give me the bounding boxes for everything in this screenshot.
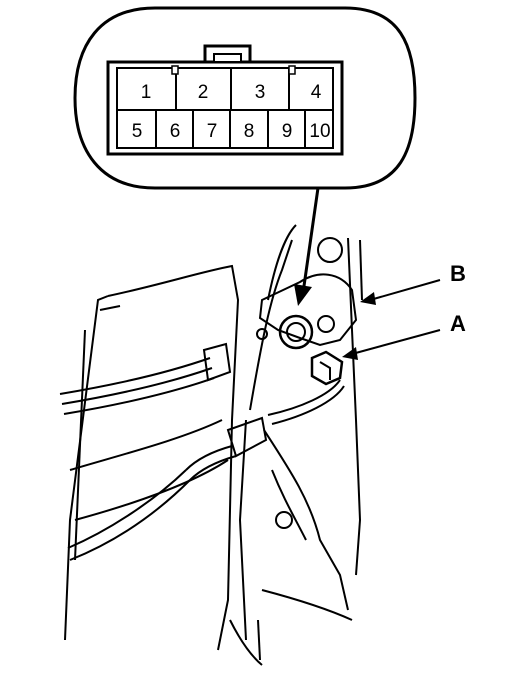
pin-label: 6	[170, 121, 181, 142]
pin-label: 7	[207, 121, 218, 142]
pin-label: 3	[255, 82, 266, 103]
pin-label: 8	[244, 121, 255, 142]
door-illustration	[59, 224, 363, 666]
callout-b: B	[360, 261, 466, 305]
detail-pointer-arrow	[294, 187, 320, 306]
pin-label: 1	[141, 82, 152, 103]
connector-face	[106, 44, 344, 156]
pin-label: 5	[132, 121, 143, 142]
pin-label: 2	[198, 82, 209, 103]
connector-detail: 1 2 3 4 5 6 7 8 9 10	[73, 6, 417, 190]
pin-label: 4	[311, 82, 322, 103]
pin-labels: 1 2 3 4 5 6 7 8 9 10	[132, 82, 331, 142]
callout-b-label: B	[450, 261, 466, 286]
callout-a: A	[342, 311, 466, 360]
pin-label: 9	[282, 121, 293, 142]
callout-a-label: A	[450, 311, 466, 336]
pin-label: 10	[309, 121, 330, 142]
